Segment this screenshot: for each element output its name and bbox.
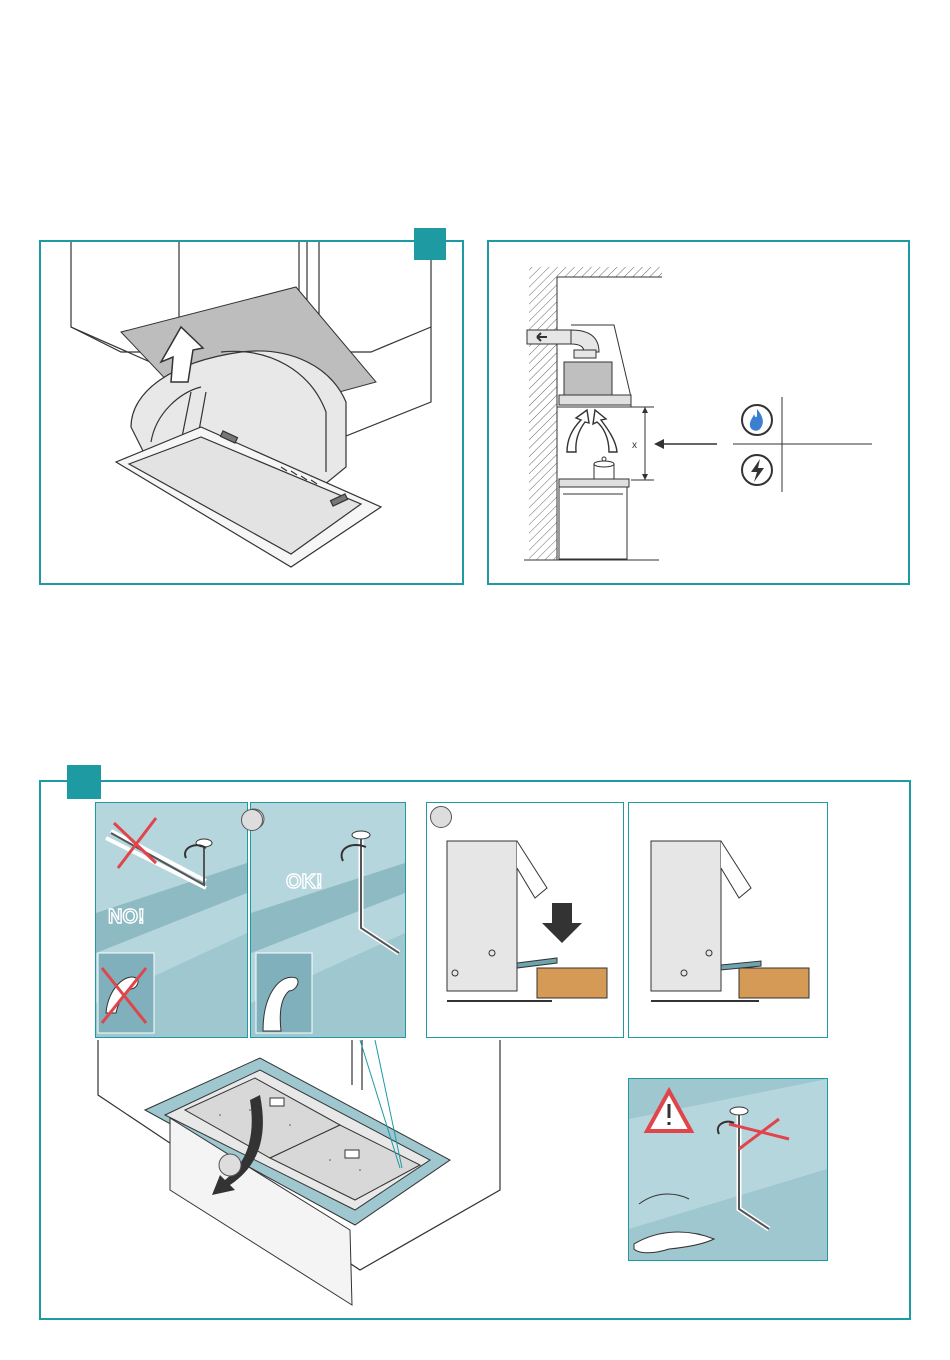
- step-circle-1: [241, 809, 263, 831]
- hood-open-illustration: [90, 1040, 520, 1310]
- gas-flame-icon: [742, 405, 772, 435]
- figure-1-frame: [39, 240, 464, 585]
- panel-ok: OK!: [250, 802, 406, 1038]
- panel-warning: [628, 1078, 828, 1261]
- label-no: NO!: [108, 906, 145, 928]
- hood-lift-illustration: [41, 242, 462, 583]
- figure-3-tab: [67, 765, 101, 799]
- panel-seated: [628, 802, 828, 1038]
- dimension-x-label: x: [632, 440, 637, 451]
- figure-1-tab: [414, 228, 446, 260]
- step-circle-2: [430, 806, 452, 828]
- press-down-arrow-icon: [542, 903, 582, 943]
- panel-no: NO!: [95, 802, 248, 1038]
- figure-2-frame: x: [487, 240, 910, 585]
- panel-press: [426, 802, 624, 1038]
- electric-icon: [742, 455, 772, 485]
- installation-distance-diagram: x: [489, 242, 908, 583]
- label-ok: OK!: [286, 871, 323, 893]
